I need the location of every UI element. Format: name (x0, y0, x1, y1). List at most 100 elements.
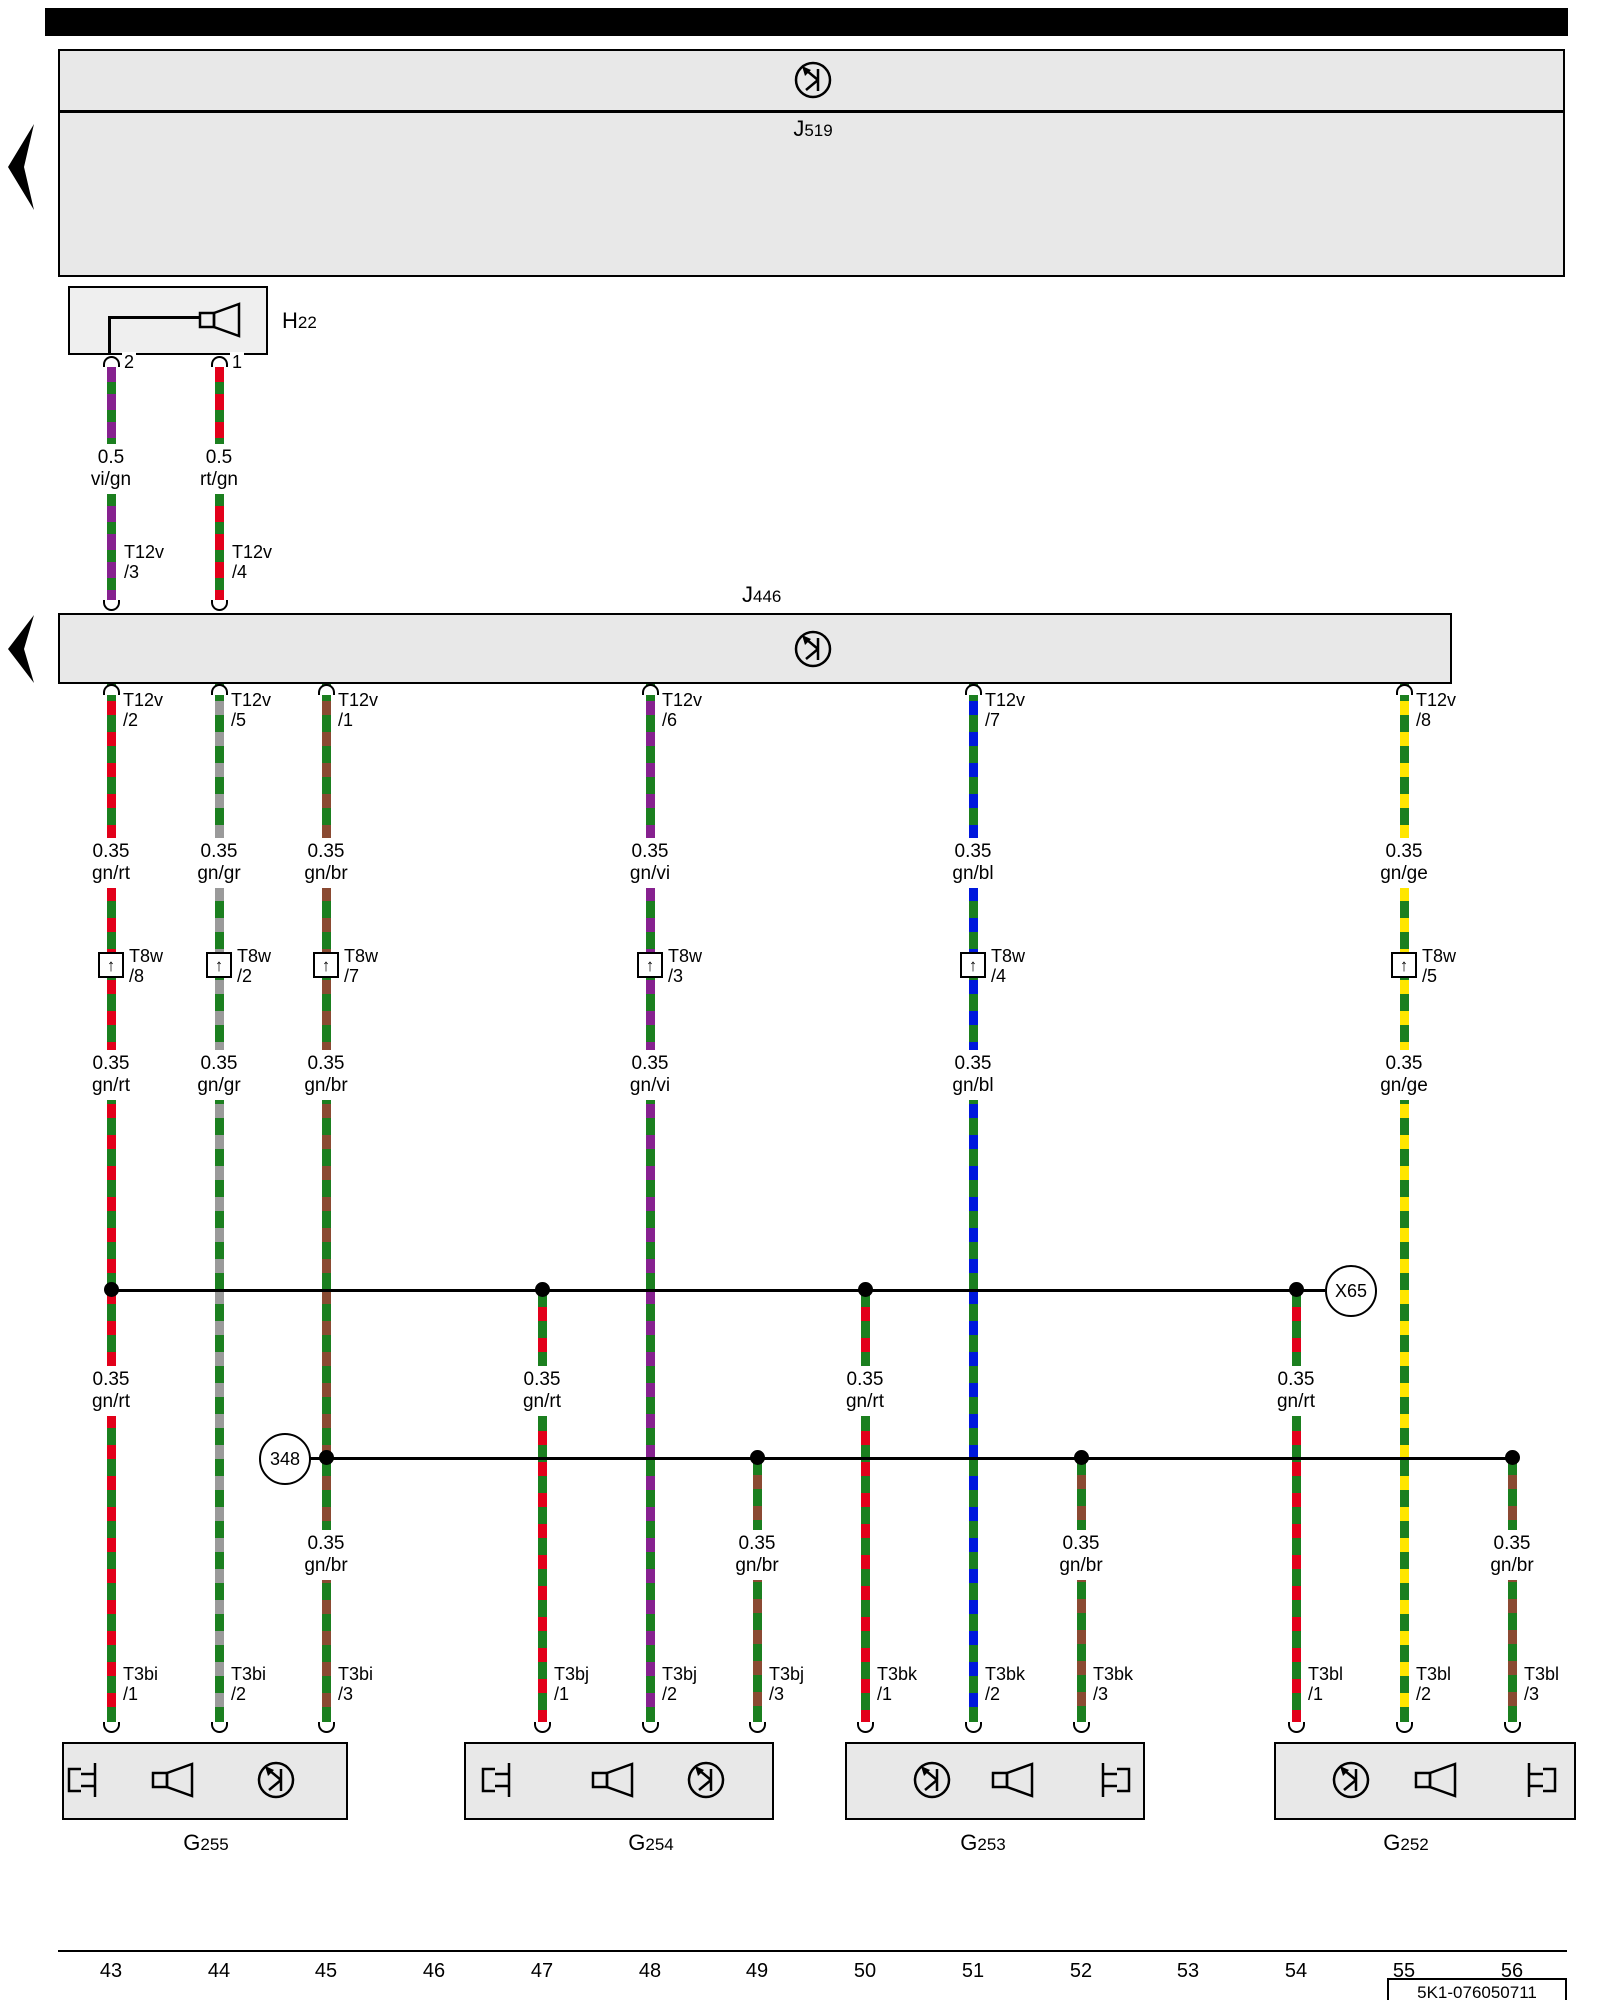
connector-name: T12v (985, 690, 1026, 710)
wire-gn-gr-44 (215, 684, 224, 1726)
tweeter-icon (1094, 1760, 1134, 1800)
connector-t3bi-2 (211, 1722, 228, 1733)
connector-pin: /5 (1422, 966, 1438, 986)
track-number: 46 (422, 1960, 446, 1982)
wire-label: 0.35 gn/vi (623, 1050, 677, 1100)
track-number: 50 (853, 1960, 877, 1982)
wire-color: vi/gn (90, 469, 132, 490)
connector-label-t12v-5: T12v /5 (229, 690, 274, 730)
connector-pin: /4 (991, 966, 1007, 986)
connector-pin: /8 (129, 966, 145, 986)
speaker-icon (1413, 1762, 1469, 1798)
connector-name: T3bk (985, 1664, 1026, 1684)
h22-letter: H (282, 308, 298, 333)
speaker-icon (197, 302, 253, 338)
wire-color: gn/rt (91, 1391, 131, 1412)
connector-label-t3bk-2: T3bk /2 (983, 1664, 1028, 1704)
connector-name: T12v (232, 542, 273, 562)
connector-t3bi-3 (318, 1722, 335, 1733)
up-arrow-icon: ↑ (1399, 955, 1409, 975)
wire-size: 0.5 (205, 447, 233, 468)
wire-label-vi-gn: 0.5 vi/gn (84, 444, 138, 494)
h22-pin1-label: 1 (230, 352, 245, 372)
j446-label: J446 (742, 582, 781, 608)
connector-name: T8w (991, 946, 1026, 966)
wire-gn-br-45 (322, 684, 331, 1726)
junction-dot (319, 1450, 334, 1465)
wire-color: gn/br (735, 1555, 779, 1576)
g255-letter: G (183, 1830, 201, 1855)
connector-label-t12v-2: T12v /2 (121, 690, 166, 730)
wire-gn-rt-54 (1292, 1290, 1301, 1726)
wire-label: 0.35 gn/br (1484, 1530, 1540, 1580)
connector-name: T3bi (123, 1664, 159, 1684)
wire-label: 0.35 gn/rt (516, 1366, 568, 1416)
wire-color: gn/vi (629, 863, 671, 884)
connector-t12v-3 (103, 600, 120, 611)
wire-label: 0.35 gn/br (298, 838, 354, 888)
connector-name: T3bl (1308, 1664, 1344, 1684)
h22-label: H22 (282, 308, 317, 334)
connector-name: T3bk (1093, 1664, 1134, 1684)
wire-color: gn/rt (845, 1391, 885, 1412)
junction-dot (535, 1282, 550, 1297)
h22-internal-wire (108, 316, 111, 355)
connector-name: T8w (129, 946, 164, 966)
tweeter-icon (1520, 1760, 1560, 1800)
wire-size: 0.5 (97, 447, 125, 468)
control-unit-symbol-icon (791, 58, 835, 102)
wire-size: 0.35 (631, 841, 669, 862)
connector-label-t8w-7: T8w /7 (342, 946, 381, 986)
connector-label-t12v-1: T12v /1 (336, 690, 381, 730)
connector-t12v-7 (965, 684, 982, 695)
g252-number: 252 (1400, 1835, 1429, 1854)
g253-number: 253 (977, 1835, 1006, 1854)
wire-color: rt/gn (199, 469, 239, 490)
track-number: 45 (314, 1960, 338, 1982)
connector-name: T8w (237, 946, 272, 966)
wire-color: gn/rt (522, 1391, 562, 1412)
wire-label: 0.35 gn/br (1053, 1530, 1109, 1580)
wire-size: 0.35 (1277, 1369, 1315, 1390)
connector-pin: /3 (338, 1684, 354, 1704)
wire-size: 0.35 (1493, 1533, 1531, 1554)
speaker-icon (590, 1762, 646, 1798)
n348-label: 348 (269, 1448, 301, 1469)
connector-pin: /1 (1308, 1684, 1324, 1704)
control-unit-symbol-icon (254, 1758, 298, 1802)
track-number: 53 (1176, 1960, 1200, 1982)
j519-letter: J (793, 116, 805, 141)
wire-label: 0.35 gn/rt (85, 1366, 137, 1416)
connector-pin: /1 (554, 1684, 570, 1704)
wire-color: gn/rt (1276, 1391, 1316, 1412)
connector-pin: /3 (1524, 1684, 1540, 1704)
connector-t12v-4 (211, 600, 228, 611)
connector-label-t3bi-1: T3bi /1 (121, 1664, 161, 1704)
connector-t3bj-3 (749, 1722, 766, 1733)
wire-color: gn/bl (952, 863, 994, 884)
wire-label: 0.35 gn/bl (946, 838, 1000, 888)
j446-letter: J (742, 582, 753, 607)
connector-label-t3bj-1: T3bj /1 (552, 1664, 592, 1704)
track-number: 43 (99, 1960, 123, 1982)
track-number: 54 (1284, 1960, 1308, 1982)
g253-letter: G (960, 1830, 978, 1855)
speaker-icon (150, 1762, 206, 1798)
up-arrow-icon: ↑ (645, 955, 655, 975)
junction-dot (1505, 1450, 1520, 1465)
connector-t12v-1 (318, 684, 335, 695)
connector-pin: /2 (231, 1684, 247, 1704)
connector-t8w-4: ↑ (960, 952, 986, 978)
connector-t3bl-2 (1396, 1722, 1413, 1733)
wire-size: 0.35 (307, 1053, 345, 1074)
connector-name: T3bi (231, 1664, 267, 1684)
connector-name: T3bj (554, 1664, 590, 1684)
connector-t3bj-1 (534, 1722, 551, 1733)
wire-gn-br-56 (1508, 1458, 1517, 1726)
j446-number: 446 (753, 587, 782, 606)
track-number: 52 (1069, 1960, 1093, 1982)
connector-t3bi-1 (103, 1722, 120, 1733)
connector-label-t3bi-3: T3bi /3 (336, 1664, 376, 1704)
up-arrow-icon: ↑ (968, 955, 978, 975)
